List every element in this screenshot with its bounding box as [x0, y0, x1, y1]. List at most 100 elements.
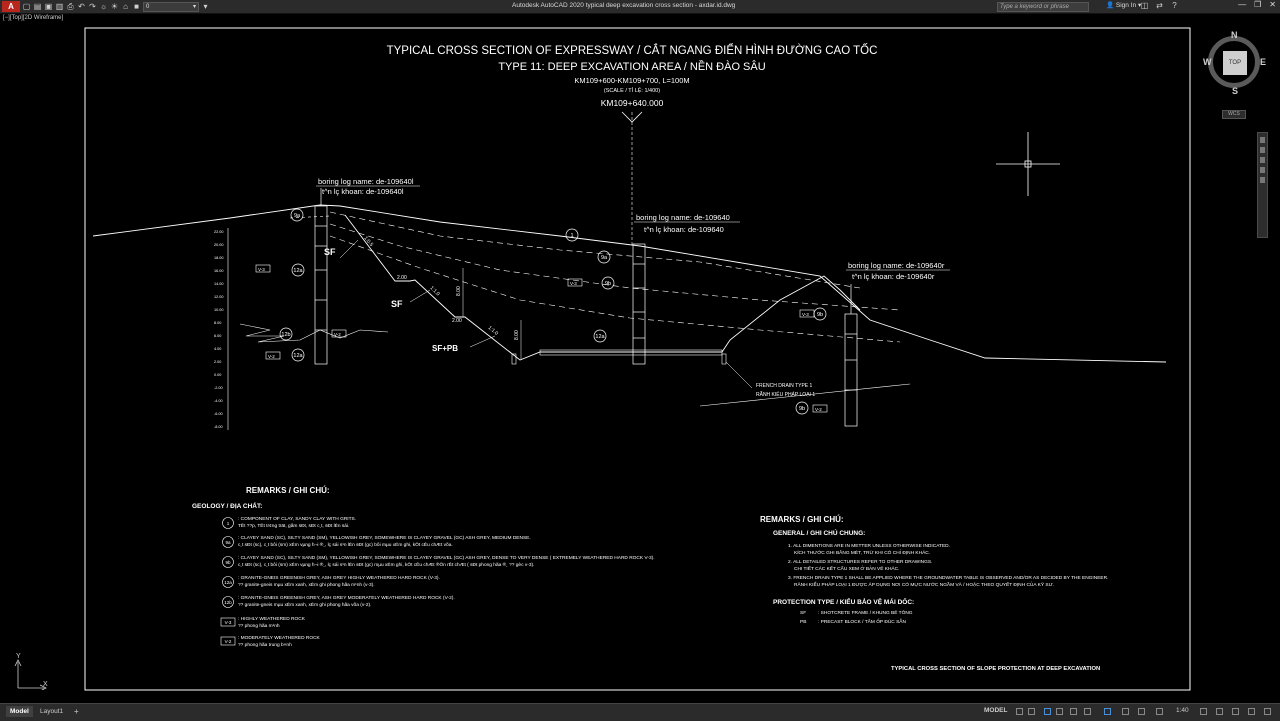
navigation-bar[interactable] — [1257, 132, 1268, 238]
drawing-canvas: TYPICAL CROSS SECTION OF EXPRESSWAY / CẮ… — [84, 27, 1191, 691]
sign-in-link[interactable]: 👤 Sign In ▾ — [1106, 2, 1142, 9]
svg-text:?? phong hãa trung b×nh: ?? phong hãa trung b×nh — [238, 642, 292, 648]
dim-bench2: 2.00 — [452, 318, 462, 324]
french-drain-label-vn: RÃNH KIỂU PHÁP LOẠI 1 — [756, 391, 815, 398]
layer-12a-center: 12a — [595, 334, 605, 340]
borehole-left-name-en: boring log name: de-109640l — [318, 177, 414, 186]
ucs-icon: Y X — [14, 653, 48, 690]
customize-dropdown-icon[interactable]: ▾ — [203, 2, 208, 11]
annotation-monitor-icon[interactable] — [1216, 708, 1223, 715]
slope-label-sf2: SF — [391, 299, 403, 309]
layer-lock-icon[interactable]: ⌂ — [123, 2, 128, 11]
svg-text:6.00: 6.00 — [214, 334, 221, 338]
svg-text:?? granite-gneis mµu xÉm xanh,: ?? granite-gneis mµu xÉm xanh, xÉm ghi p… — [238, 581, 375, 588]
compass-east[interactable]: E — [1260, 57, 1267, 67]
rock-class-v2-right: V-2 — [815, 407, 822, 412]
svg-text:c¸t sÐt (sc), c¸t bôi (sm) xÉm: c¸t sÐt (sc), c¸t bôi (sm) xÉm vµng h¬i … — [238, 540, 453, 548]
search-input[interactable]: Type a keyword or phrase — [997, 2, 1089, 12]
svg-text:: GRANITE-GNEIS GREENISH GREY,: : GRANITE-GNEIS GREENISH GREY, ASH GREY … — [238, 575, 440, 581]
svg-text:: MODERATELY WEATHERED ROCK: : MODERATELY WEATHERED ROCK — [238, 635, 321, 641]
annotation-scale[interactable]: 1:40 — [1176, 707, 1189, 714]
new-icon[interactable]: ▢ — [22, 2, 31, 11]
protection-heading: PROTECTION TYPE / KIỂU BẢO VỆ MÁI DỐC: — [773, 596, 914, 606]
protection-items: SF : SHOTCRETE FRAME / KHUNG BÊ TÔNG PB … — [800, 608, 913, 625]
svg-text:1: 1 — [227, 521, 230, 526]
ortho-icon[interactable] — [1044, 708, 1051, 715]
general-remarks-heading: REMARKS / GHI CHÚ: — [760, 515, 844, 524]
svg-text:8.00: 8.00 — [214, 321, 221, 325]
cart-icon[interactable]: ◫ — [1140, 1, 1149, 10]
workspace-select[interactable]: 0 — [143, 1, 199, 12]
svg-text:14.00: 14.00 — [214, 282, 224, 286]
svg-text:-4.00: -4.00 — [214, 399, 223, 403]
svg-text:RÃNH KIỂU PHÁP LOẠI 1 ĐƯỢC ÁP: RÃNH KIỂU PHÁP LOẠI 1 ĐƯỢC ÁP DỤNG NƠI C… — [794, 581, 1054, 588]
viewcube-top-face[interactable]: TOP — [1223, 51, 1247, 75]
layer-9a-center: 9a — [601, 255, 608, 261]
general-notes: 1. ALL DIMENTIONS ARE IN METTER UNLESS O… — [788, 543, 1108, 588]
svg-text:12b: 12b — [224, 600, 232, 605]
redo-icon[interactable]: ↷ — [89, 2, 96, 11]
annotation-visibility-icon[interactable] — [1156, 708, 1163, 715]
help-icon[interactable]: ? — [1172, 1, 1177, 10]
exchange-icon[interactable]: ⇄ — [1156, 1, 1163, 10]
svg-text:KÍCH THƯỚC GHI BẰNG MÉT, TRỪ K: KÍCH THƯỚC GHI BẰNG MÉT, TRỪ KHI CÓ CHỈ … — [794, 548, 930, 556]
isodraft-icon[interactable] — [1070, 708, 1077, 715]
road-pavement — [539, 349, 723, 356]
close-icon[interactable]: ✕ — [1269, 0, 1276, 9]
svg-text:10.00: 10.00 — [214, 308, 224, 312]
showmotion-icon[interactable] — [1260, 177, 1265, 183]
compass-west[interactable]: W — [1203, 57, 1212, 67]
svg-text:?? phong hãa m¹nh: ?? phong hãa m¹nh — [238, 623, 280, 629]
undo-icon[interactable]: ↶ — [78, 2, 85, 11]
svg-text:V-2: V-2 — [225, 639, 232, 644]
minimize-icon[interactable]: — — [1238, 0, 1247, 9]
borehole-center — [632, 243, 646, 365]
lineweight-icon[interactable] — [1122, 708, 1129, 715]
rock-class-v2-left: V-2 — [334, 332, 341, 337]
steering-wheel-icon[interactable] — [1260, 137, 1265, 143]
drawing-title-line1: TYPICAL CROSS SECTION OF EXPRESSWAY / CẮ… — [387, 43, 878, 57]
object-snap-tracking-icon[interactable] — [1084, 708, 1091, 715]
model-space-toggle[interactable]: MODEL — [984, 707, 1008, 714]
units-icon[interactable] — [1232, 708, 1239, 715]
pan-icon[interactable] — [1260, 147, 1265, 153]
customization-menu-icon[interactable] — [1264, 708, 1271, 715]
polar-icon[interactable] — [1056, 708, 1063, 715]
layer-sun-icon[interactable]: ☀ — [110, 2, 119, 11]
transparency-icon[interactable] — [1138, 708, 1145, 715]
layer-boundary-2 — [329, 223, 901, 311]
viewcube-compass-ring[interactable] — [1208, 36, 1260, 88]
compass-north[interactable]: N — [1231, 30, 1238, 40]
tab-layout1[interactable]: Layout1 — [40, 708, 64, 715]
print-icon[interactable]: ⎙ — [67, 2, 74, 11]
grid-icon[interactable] — [1016, 708, 1023, 715]
borehole-center-name-en: boring log name: de-109640 — [636, 213, 730, 222]
drawing-viewport[interactable]: [−][Top][2D Wireframe] TYPICAL CROSS SEC… — [0, 14, 1280, 703]
save-as-icon[interactable]: ▥ — [55, 2, 64, 11]
slope-label-sf1: SF — [324, 247, 336, 257]
viewcube[interactable]: TOP N S W E — [1203, 30, 1267, 102]
layer-color-icon[interactable]: ■ — [134, 2, 139, 11]
tab-model[interactable]: Model — [6, 706, 33, 717]
drawing-title-line2: TYPE 11: DEEP EXCAVATION AREA / NỀN ĐÀO … — [498, 60, 765, 73]
wcs-menu[interactable]: WCS — [1222, 110, 1246, 119]
maximize-icon[interactable]: ❐ — [1254, 0, 1262, 9]
layer-bulb-icon[interactable]: ☼ — [99, 2, 108, 11]
rock-class-v3-left: V-3 — [258, 267, 265, 272]
compass-south[interactable]: S — [1232, 86, 1239, 96]
clean-screen-icon[interactable] — [1248, 708, 1255, 715]
orbit-icon[interactable] — [1260, 167, 1265, 173]
workspace-switch-icon[interactable] — [1200, 708, 1207, 715]
save-icon[interactable]: ▣ — [44, 2, 53, 11]
snap-icon[interactable] — [1028, 708, 1035, 715]
viewport-controls-label[interactable]: [−][Top][2D Wireframe] — [3, 15, 64, 21]
dim-bench1: 2.00 — [397, 275, 407, 281]
svg-text:: CLAYEY SAND (SC), SILTY SAND: : CLAYEY SAND (SC), SILTY SAND (SM), YEL… — [238, 535, 531, 541]
zoom-icon[interactable] — [1260, 157, 1265, 163]
object-snap-icon[interactable] — [1104, 708, 1111, 715]
autocad-logo-button[interactable]: A — [2, 1, 20, 12]
open-icon[interactable]: ▤ — [33, 2, 42, 11]
svg-text:2. ALL DETAILED STRUCTURES REF: 2. ALL DETAILED STRUCTURES REFER TO OTHE… — [788, 559, 932, 565]
add-layout-button[interactable]: + — [74, 707, 79, 716]
existing-ground-line — [92, 204, 1167, 363]
